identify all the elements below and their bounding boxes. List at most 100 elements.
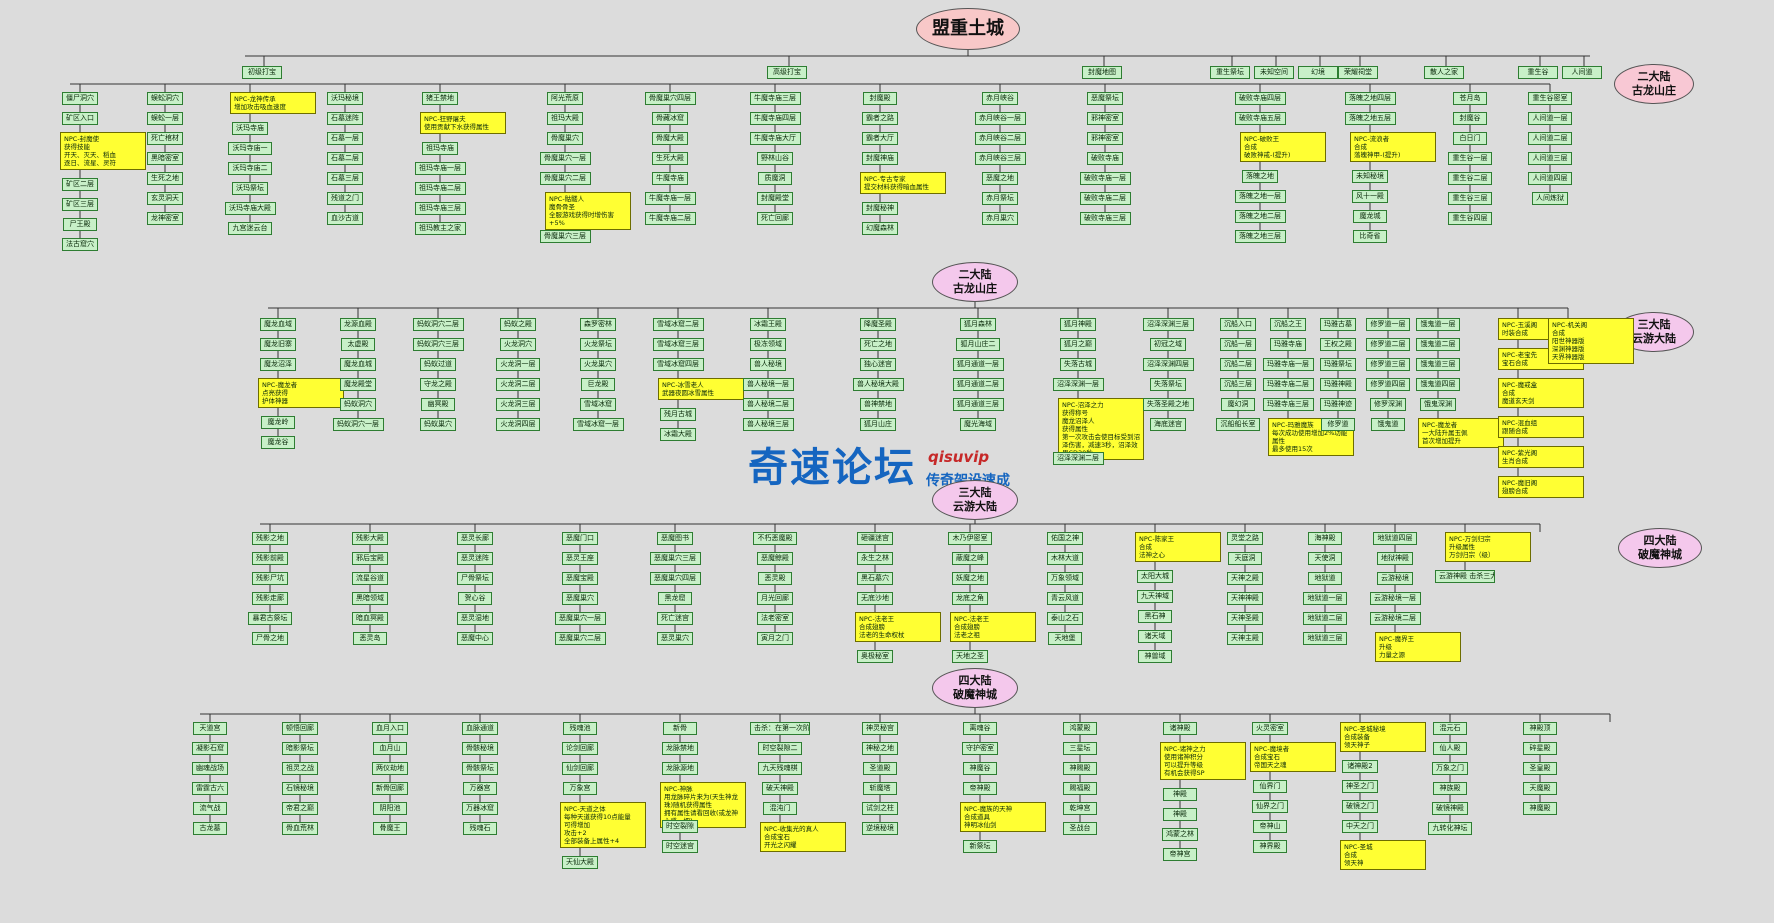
npc-note: NPC-魔界王 升级 力量之源 [1375, 632, 1461, 662]
map-node: 论剑回廊 [562, 742, 598, 755]
map-node: 死亡之地 [860, 338, 896, 351]
map-node: 流星谷道 [352, 572, 388, 585]
map-node: 沉船入口 [1220, 318, 1256, 331]
npc-note: NPC-魔旧阁 翅膀合成 [1498, 476, 1584, 498]
map-node: 破败寺庙 [1087, 152, 1123, 165]
map-node: 仙界门 [1253, 780, 1287, 793]
map-node: 石墓三层 [327, 172, 363, 185]
category-node: 荣耀祠堂 [1338, 66, 1378, 79]
map-node: 残魂池 [563, 722, 597, 735]
map-node: 质魔洞 [758, 172, 792, 185]
map-node: 独心迷宫 [860, 358, 896, 371]
map-node: 残魂石 [463, 822, 497, 835]
map-node: 牛魔寺庙三层 [749, 92, 801, 105]
map-node: 月光回廊 [757, 592, 793, 605]
category-node: 初级打宝 [242, 66, 282, 79]
map-node: 兽人秘境二层 [742, 398, 794, 411]
map-node: 太阳大城 [1137, 570, 1173, 583]
map-node: 石墓一层 [327, 132, 363, 145]
map-node: 帝君之巅 [282, 802, 318, 815]
map-node: 玛雅寺庙 [1270, 338, 1306, 351]
map-node: 九宫迷云台 [228, 222, 272, 235]
map-node: 兽人秘境 [750, 358, 786, 371]
section-title-2: 二大陆 古龙山庄 [932, 262, 1018, 302]
map-node: 帝神殿 [963, 782, 997, 795]
npc-note: NPC-魔龙者 点亮获得 护体神器 [258, 378, 344, 408]
map-node: 残影大殿 [352, 532, 388, 545]
map-node: 火灵密室 [1252, 722, 1288, 735]
map-node: 尸王殿 [63, 218, 97, 231]
map-node: 赤月祭坛 [982, 192, 1018, 205]
map-node: 兽人秘境大殿 [852, 378, 904, 391]
map-node: 黑石神 [1138, 610, 1172, 623]
map-node: 死亡迷宫 [657, 612, 693, 625]
map-node: 神兽域 [1138, 650, 1172, 663]
map-node: 黑石墓穴 [857, 572, 893, 585]
map-node: 兽人秘境一层 [742, 378, 794, 391]
map-node: 暗血冥殿 [352, 612, 388, 625]
npc-note: NPC-封魔使 获得技能 开天、灭天、稻血 逐日、流星、灵符 [60, 132, 146, 170]
map-node: 逆境秘境 [862, 822, 898, 835]
map-node: 死亡棺材 [147, 132, 183, 145]
map-node: 破天神殿 [762, 782, 798, 795]
map-node: 无底沙地 [857, 592, 893, 605]
map-node: 龙脉源地 [662, 762, 698, 775]
map-node: 人间道一层 [1528, 112, 1572, 125]
map-node: 骨魔巢穴四层 [644, 92, 696, 105]
map-node: 魔龙城 [1353, 210, 1387, 223]
map-node: 祖玛寺庙 [422, 142, 458, 155]
map-node: 乾坤宫 [1063, 802, 1097, 815]
map-node: 霸者大厅 [862, 132, 898, 145]
map-node: 落魄之地四层 [1344, 92, 1396, 105]
map-node: 时空迷宫 [662, 840, 698, 853]
map-node: 碎星殿 [1523, 742, 1557, 755]
continent-marker-2: 二大陆 古龙山庄 [1614, 64, 1694, 104]
map-node: 火龙洞四层 [496, 418, 540, 431]
map-node: 天地堡 [1048, 632, 1082, 645]
map-node: 修罗深渊 [1370, 398, 1406, 411]
map-node: 残影之地 [252, 532, 288, 545]
map-node: 沼泽深渊一层 [1052, 378, 1104, 391]
npc-note: NPC-魔境者 合成宝石 帝国天之魂 [1250, 742, 1336, 772]
map-node: 赤月峡谷 [982, 92, 1018, 105]
map-node: 天地之圣 [952, 650, 988, 663]
map-node: 沉船二层 [1220, 358, 1256, 371]
map-node: 龙源血殿 [340, 318, 376, 331]
map-node: 魔幻洞 [1221, 398, 1255, 411]
map-node: 破镜神殿 [1432, 802, 1468, 815]
map-node: 血月山 [373, 742, 407, 755]
map-node: 黑龙窟 [658, 592, 692, 605]
map-node: 狐月山庄 [860, 418, 896, 431]
map-node: 赤月峡谷一层 [974, 112, 1026, 125]
map-node: 魔龙沼泽 [260, 358, 296, 371]
map-node: 落魄之地五层 [1344, 112, 1396, 125]
continent-marker-4: 四大陆 破魔神城 [1618, 528, 1702, 568]
map-node: 残道之门 [327, 192, 363, 205]
map-node: 天仙大殿 [562, 856, 598, 869]
map-node: 骨魔巢穴一层 [539, 152, 591, 165]
map-node: 沉船三层 [1220, 378, 1256, 391]
map-node: 蜈蚣一层 [147, 112, 183, 125]
map-node: 破败寺庙五层 [1234, 112, 1286, 125]
map-node: 恶魔巢穴二层 [554, 632, 606, 645]
map-node: 天庭洞 [1228, 552, 1262, 565]
map-node: 兽神禁地 [860, 398, 896, 411]
map-node: 猪王禁地 [422, 92, 458, 105]
map-node: 玛雅寺庙一层 [1262, 358, 1314, 371]
map-node: 幽冥殿 [421, 398, 455, 411]
map-node: 阿光荒原 [547, 92, 583, 105]
map-node: 贺心谷 [458, 592, 492, 605]
map-node: 帝神宫 [1163, 848, 1197, 861]
map-node: 龙神密室 [147, 212, 183, 225]
map-node: 骨魔巢穴二层 [539, 172, 591, 185]
map-node: 血脉通道 [462, 722, 498, 735]
map-node: 破败寺庙二层 [1079, 192, 1131, 205]
map-node: 永生之林 [857, 552, 893, 565]
map-node: 邪后宝殿 [352, 552, 388, 565]
map-node: 地狱道三层 [1303, 632, 1347, 645]
map-node: 石镜秘境 [282, 782, 318, 795]
map-node: 蔽魔之峰 [952, 552, 988, 565]
map-node: 修罗道一层 [1366, 318, 1410, 331]
map-node: 两仪劫地 [372, 762, 408, 775]
map-node: 玛雅寺庙二层 [1262, 378, 1314, 391]
